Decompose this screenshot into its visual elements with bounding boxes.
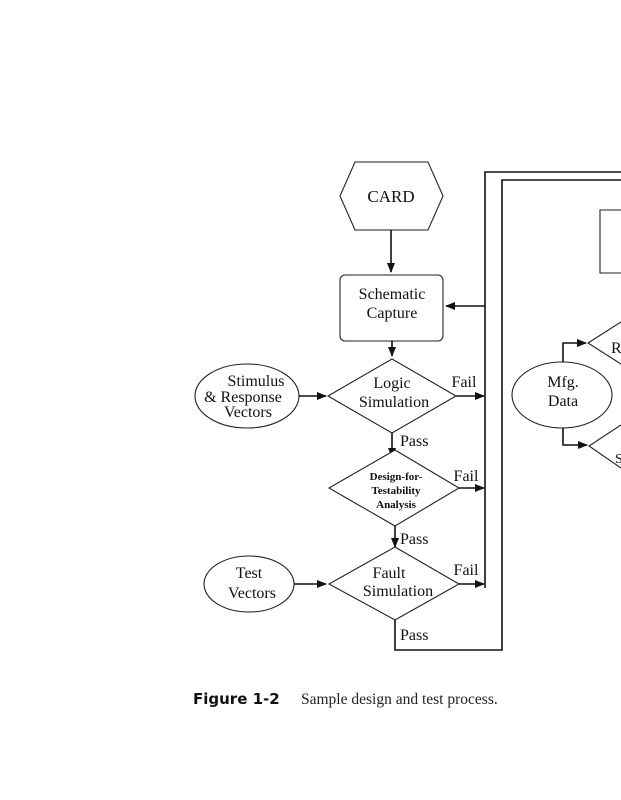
arrow-mfg-to-lower: [562, 428, 588, 449]
dft-label-3: Analysis: [376, 499, 416, 511]
test-vectors-label-1: Test: [236, 565, 263, 582]
dft-pass-label: Pass: [400, 531, 428, 548]
partial-diamond-upper: R: [586, 321, 621, 365]
fault-label-1: Fault: [373, 565, 406, 582]
arrow-mfg-to-upper: [562, 339, 587, 362]
test-vectors-label-2: Vectors: [228, 585, 276, 602]
partial-upper-label: R: [611, 340, 621, 357]
card-node: CARD: [339, 161, 444, 231]
dft-label-2: Testability: [371, 485, 421, 497]
stimulus-label-1: Stimulus: [228, 373, 285, 390]
dft-label-1: Design-for-: [370, 471, 423, 483]
fault-label-2: Simulation: [363, 583, 433, 600]
schematic-capture-node: Schematic Capture: [339, 274, 444, 342]
dft-fail-label: Fail: [454, 468, 479, 485]
stimulus-label-2: & Response: [204, 389, 282, 406]
partial-box-top-right: [599, 209, 621, 274]
card-label: CARD: [367, 187, 414, 206]
logic-simulation-node: Logic Simulation: [326, 358, 458, 434]
stimulus-vectors-node: Stimulus & Response Vectors: [194, 363, 300, 429]
fault-fail-label: Fail: [454, 562, 479, 579]
logic-label-1: Logic: [373, 375, 410, 392]
figure-number: Figure 1-2: [193, 690, 280, 708]
dft-analysis-node: Design-for- Testability Analysis: [327, 449, 461, 527]
schematic-label-1: Schematic: [359, 286, 426, 303]
logic-fail-label: Fail: [452, 374, 477, 391]
fault-pass-label: Pass: [400, 627, 428, 644]
test-vectors-node: Test Vectors: [203, 555, 295, 613]
logic-pass-label: Pass: [400, 433, 428, 450]
schematic-label-2: Capture: [367, 305, 418, 322]
partial-lower-label: S: [615, 452, 621, 467]
partial-diamond-lower: S: [588, 424, 621, 469]
figure-caption: Sample design and test process.: [301, 691, 498, 708]
stimulus-label-3: Vectors: [224, 404, 272, 421]
mfg-label-2: Data: [548, 393, 578, 410]
fault-simulation-node: Fault Simulation: [327, 546, 461, 621]
fail-feedback-line: [484, 171, 621, 588]
mfg-label-1: Mfg.: [547, 374, 579, 391]
logic-label-2: Simulation: [359, 394, 429, 411]
pass-path-to-manufacturing: [394, 179, 621, 651]
mfg-data-node: Mfg. Data: [511, 361, 613, 429]
